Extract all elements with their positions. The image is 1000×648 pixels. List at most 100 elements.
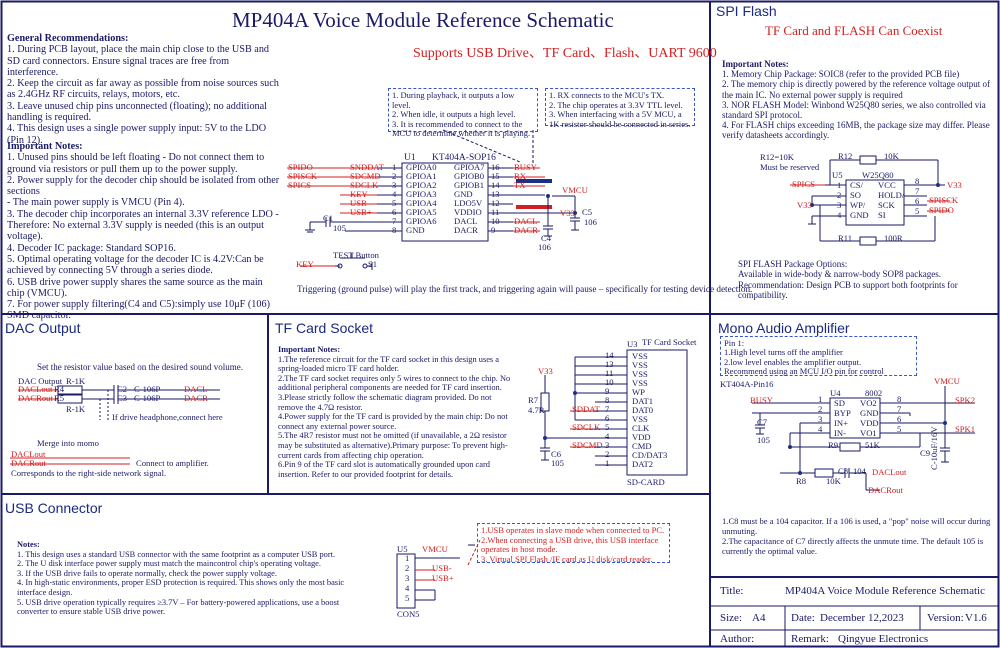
r4-value: R-1K — [66, 376, 86, 386]
u1-pin-number: 15 — [491, 171, 500, 181]
busy-note-line: 3. It is recommended to connect to the M… — [392, 118, 531, 139]
notes-heading: Important Notes: — [7, 141, 83, 152]
c6-value: 105 — [551, 458, 564, 468]
u5-pin-number: 8 — [915, 176, 920, 186]
u1-part: KT404A-SOP16 — [432, 153, 496, 163]
u3-pin-number: 14 — [605, 350, 614, 360]
remark-value: Qingyue Electronics — [838, 633, 929, 645]
amp-box-line: Pin 1: — [724, 338, 745, 348]
sdcmd-net: SDCMD — [572, 440, 603, 450]
u1-spi-net-label: SPIDO — [288, 162, 313, 172]
usb-notes: Notes: 1. This design uses a standard US… — [17, 540, 347, 617]
u1-spi-net-label: SPISCK — [288, 171, 318, 181]
u1-pin-number: 16 — [491, 162, 500, 172]
notes-line: 2. Power supply for the decoder chip sho… — [7, 174, 280, 198]
u1-net-label: USB- — [350, 198, 370, 208]
u1-pin-name: GPIOA1 — [406, 171, 437, 181]
amp-pin1-box: Pin 1: 1.High level turns off the amplif… — [720, 336, 917, 376]
c8-ref: C8 — [838, 466, 849, 476]
usb-mode-line: 2.When connecting a USB drive, this USB … — [481, 534, 659, 555]
usb-part: CON5 — [397, 609, 420, 619]
u5-pin-name: SCK — [878, 200, 895, 210]
amp-pin-label: KT404A-Pin16 — [720, 379, 774, 389]
u3-pin-name: CMD — [632, 441, 652, 451]
u3-pin-name: DAT1 — [632, 396, 654, 406]
amp-daclout-net: DACLout — [872, 467, 907, 477]
test-button-ref: S1 — [368, 259, 378, 269]
u1-net-label: BUSY — [514, 162, 537, 172]
dacl-net: DACL — [184, 384, 208, 394]
u5-pin-number: 2 — [837, 190, 842, 200]
c6-ref: C6 — [551, 449, 562, 459]
r5-value: R-1K — [66, 404, 86, 414]
u1-pin-number: 13 — [491, 189, 500, 199]
u1-net-label: DACR — [514, 225, 538, 235]
spi-notes-heading: Important Notes: — [722, 59, 789, 69]
r4-ref: R4 — [54, 384, 65, 394]
notes-line: 1. Unused pins should be left floating -… — [7, 152, 265, 175]
tf-notes-line: 6.Pin 9 of the TF card slot is automatic… — [278, 460, 490, 479]
c7-ref: C7 — [757, 417, 768, 427]
version-label: Version: — [927, 612, 964, 624]
notes-line: 6. USB drive power supply shares the sam… — [7, 276, 263, 299]
rx-note-line: 1. RX connects to the MCU's TX. — [549, 90, 665, 100]
amp-box-line: 2.low level enables the amplifier output… — [724, 356, 862, 367]
size-value: A4 — [752, 612, 766, 624]
u4-pin-name: IN- — [834, 428, 846, 438]
u1-pin-number: 4 — [392, 189, 397, 199]
u3-pin-number: 8 — [605, 395, 610, 405]
u4-pin-number: 3 — [818, 414, 823, 424]
u4-pin-number: 7 — [897, 404, 902, 414]
usb-notes-line: 1. This design uses a standard USB conne… — [17, 549, 336, 559]
u5-pin-name: WP/ — [850, 200, 866, 210]
u1-pin-number: 3 — [392, 180, 397, 190]
usb-pin-number: 5 — [405, 593, 410, 603]
amp-title: Mono Audio Amplifier — [718, 320, 850, 336]
key-net: KEY — [296, 259, 314, 269]
u1-pin-name: GPIOA6 — [406, 216, 437, 226]
v33-net-wp: V33 — [797, 200, 812, 210]
u4-pin-name: BYP — [834, 408, 851, 418]
u1-spi-net-label: SPICS — [288, 180, 311, 190]
notes-line: 7. For power supply filtering(C4 and C5)… — [7, 299, 270, 322]
spi-notes-line: 4. For FLASH chips exceeding 16MB, the p… — [722, 120, 990, 141]
usb-plus-net: USB+ — [432, 573, 454, 583]
r8-ref: R8 — [796, 476, 807, 486]
rx-note-line: 3. When interfacing with a 5V MCU, a 1K … — [549, 109, 691, 129]
u1-pin-number: 12 — [491, 198, 500, 208]
title-label: Title: — [720, 585, 744, 597]
u5-pin-name: SI — [878, 210, 886, 220]
main-title: MP404A Voice Module Reference Schematic — [232, 8, 614, 32]
spk2-net: SPK2 — [955, 395, 976, 405]
c9-ref: C9 — [920, 448, 931, 458]
u1-ref: U1 — [404, 153, 416, 163]
usb-title: USB Connector — [5, 500, 103, 516]
u5-pin-name: VCC — [878, 180, 896, 190]
notes-line: - The main power supply is VMCU (Pin 4). — [7, 197, 185, 209]
r12-note-reserved: Must be reserved — [760, 162, 820, 172]
v33-net-spi: V33 — [947, 180, 962, 190]
u3-pin-number: 5 — [605, 422, 610, 432]
u4-pin-number: 4 — [818, 424, 823, 434]
usb-notes-heading: Notes: — [17, 540, 40, 549]
tf-notes: Important Notes: 1.The reference circuit… — [278, 345, 518, 479]
subtitle: Supports USB Drive、TF Card、Flash、UART 96… — [413, 46, 717, 61]
c5-value: 106 — [584, 217, 597, 227]
tf-notes-line: 5.The 4R7 resistor must not be omitted (… — [278, 431, 508, 460]
usb-pin-number: 4 — [405, 583, 410, 593]
u3-pin-number: 6 — [605, 413, 610, 423]
u1-pin-number: 7 — [392, 216, 397, 226]
amp-box-line: 1.High level turns off the amplifier — [724, 347, 843, 358]
u3-pin-name: VSS — [632, 369, 648, 379]
u3-pin-name: VSS — [632, 360, 648, 370]
version-value: V1.6 — [965, 612, 987, 624]
u1-net-label: KEY — [350, 189, 368, 199]
c4-ref: C4 — [541, 233, 552, 243]
u1-pin-name: GPIOA0 — [406, 162, 437, 172]
u3-pin-number: 1 — [605, 458, 610, 468]
dac-output-label: DAC Output — [18, 376, 63, 386]
u1-pin-number: 5 — [392, 198, 397, 208]
general-recommendations: General Recommendations: 1. During PCB l… — [7, 33, 282, 146]
r12-ref: R12 — [838, 151, 853, 161]
